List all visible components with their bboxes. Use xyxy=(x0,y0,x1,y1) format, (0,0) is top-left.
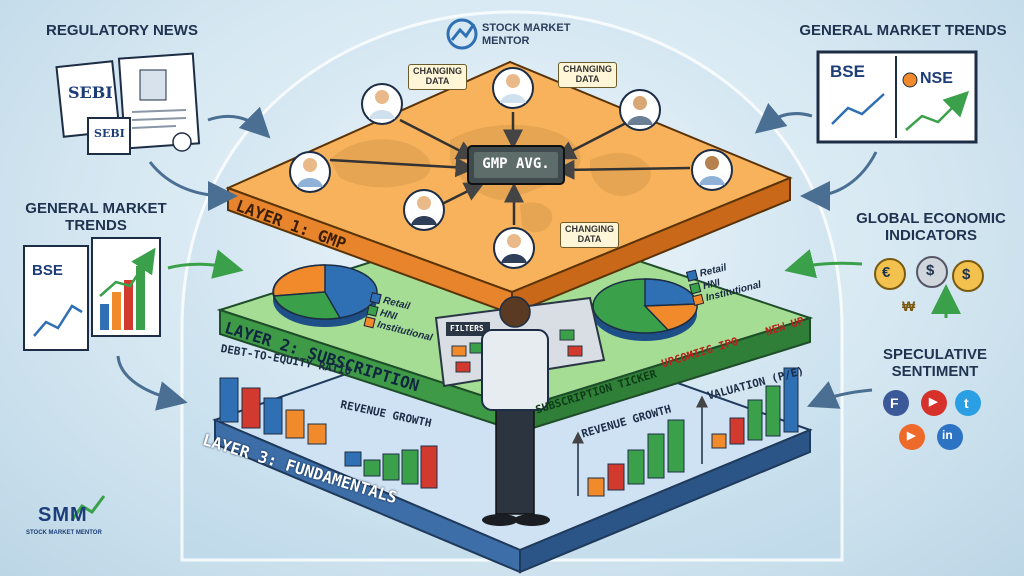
brand-line-1: STOCK MARKET xyxy=(482,22,571,34)
regulatory-news-title: REGULATORY NEWS xyxy=(46,22,198,39)
trader-avatar xyxy=(403,189,445,231)
tag-line-1: CHANGING xyxy=(563,64,612,74)
left-trends-card xyxy=(23,237,161,351)
tag-line-1: CHANGING xyxy=(413,66,462,76)
filters-label: FILTERS xyxy=(450,324,484,333)
social-icons xyxy=(883,390,981,450)
changing-data-tag: CHANGING DATA xyxy=(560,222,619,248)
sebi-logo-small: SEBI xyxy=(94,127,125,140)
gmp-arrows xyxy=(329,112,691,225)
smm-logo: SMM xyxy=(38,504,88,526)
global-line-1: GLOBAL ECONOMIC xyxy=(856,210,1006,227)
changing-data-tag: CHANGING DATA xyxy=(408,64,467,90)
right-nse-logo: NSE xyxy=(920,70,953,87)
layer3-bars-left xyxy=(219,377,438,489)
right-market-trends-title: GENERAL MARKET TRENDS xyxy=(799,22,1007,39)
changing-data-tag: CHANGING DATA xyxy=(558,62,617,88)
institutional-swatch xyxy=(692,294,705,307)
trader-avatar xyxy=(361,83,403,125)
dollar-icon: $ xyxy=(926,262,935,279)
hni-swatch xyxy=(689,282,702,295)
traders xyxy=(289,67,733,269)
sebi-logo: SEBI xyxy=(68,83,113,102)
brand-line-2: MENTOR xyxy=(482,34,530,47)
left-trends-line-2: TRENDS xyxy=(65,217,127,235)
layer3-bars-right xyxy=(572,367,799,497)
trader-avatar xyxy=(289,151,331,193)
dollar-icon: $ xyxy=(962,266,971,283)
gmp-avg-label: GMP AVG. xyxy=(482,156,550,172)
play-icon: ▶ xyxy=(907,430,916,442)
spec-line-1: SPECULATIVE xyxy=(883,346,987,363)
pie-right xyxy=(592,278,698,341)
twitter-icon: t xyxy=(964,395,969,411)
left-bse-logo: BSE xyxy=(32,262,63,279)
institutional-swatch xyxy=(363,316,376,329)
regulatory-card xyxy=(55,52,201,155)
flow-arrows xyxy=(116,102,878,411)
smm-caption: STOCK MARKET MENTOR xyxy=(26,530,102,536)
trader-avatar xyxy=(691,149,733,191)
global-indicators-title: GLOBAL ECONOMIC INDICATORS xyxy=(846,210,1016,245)
trader-avatar xyxy=(619,89,661,131)
tag-line-2: DATA xyxy=(577,233,602,244)
tag-line-1: CHANGING xyxy=(565,224,614,234)
coins xyxy=(874,256,984,318)
facebook-icon: f xyxy=(890,395,899,411)
global-line-2: INDICATORS xyxy=(885,227,977,245)
right-trends-card xyxy=(816,50,978,144)
linkedin-icon: in xyxy=(942,428,953,442)
spec-line-2: SENTIMENT xyxy=(891,363,979,381)
trader-avatar xyxy=(492,67,534,109)
analyst-figure xyxy=(481,296,550,526)
right-bse-logo: BSE xyxy=(830,62,865,81)
speculative-sentiment-title: SPECULATIVE SENTIMENT xyxy=(860,346,1010,381)
left-market-trends-title: GENERAL MARKET TRENDS xyxy=(16,200,176,235)
youtube-icon: ▶ xyxy=(929,396,938,408)
gmp-box xyxy=(467,145,565,185)
won-icon: ₩ xyxy=(902,298,916,314)
left-trends-line-1: GENERAL MARKET xyxy=(25,200,167,217)
smm-logo-mark xyxy=(70,495,106,521)
tag-line-2: DATA xyxy=(575,73,600,84)
retail-swatch xyxy=(686,269,699,283)
brand-logo-mark xyxy=(446,18,478,50)
brand-name: STOCK MARKET MENTOR xyxy=(482,22,570,47)
pie-left xyxy=(272,264,378,327)
retail-swatch xyxy=(369,292,382,305)
tag-line-2: DATA xyxy=(425,75,450,86)
hni-swatch xyxy=(366,304,379,317)
trader-avatar xyxy=(493,227,535,269)
euro-icon: € xyxy=(882,264,891,281)
